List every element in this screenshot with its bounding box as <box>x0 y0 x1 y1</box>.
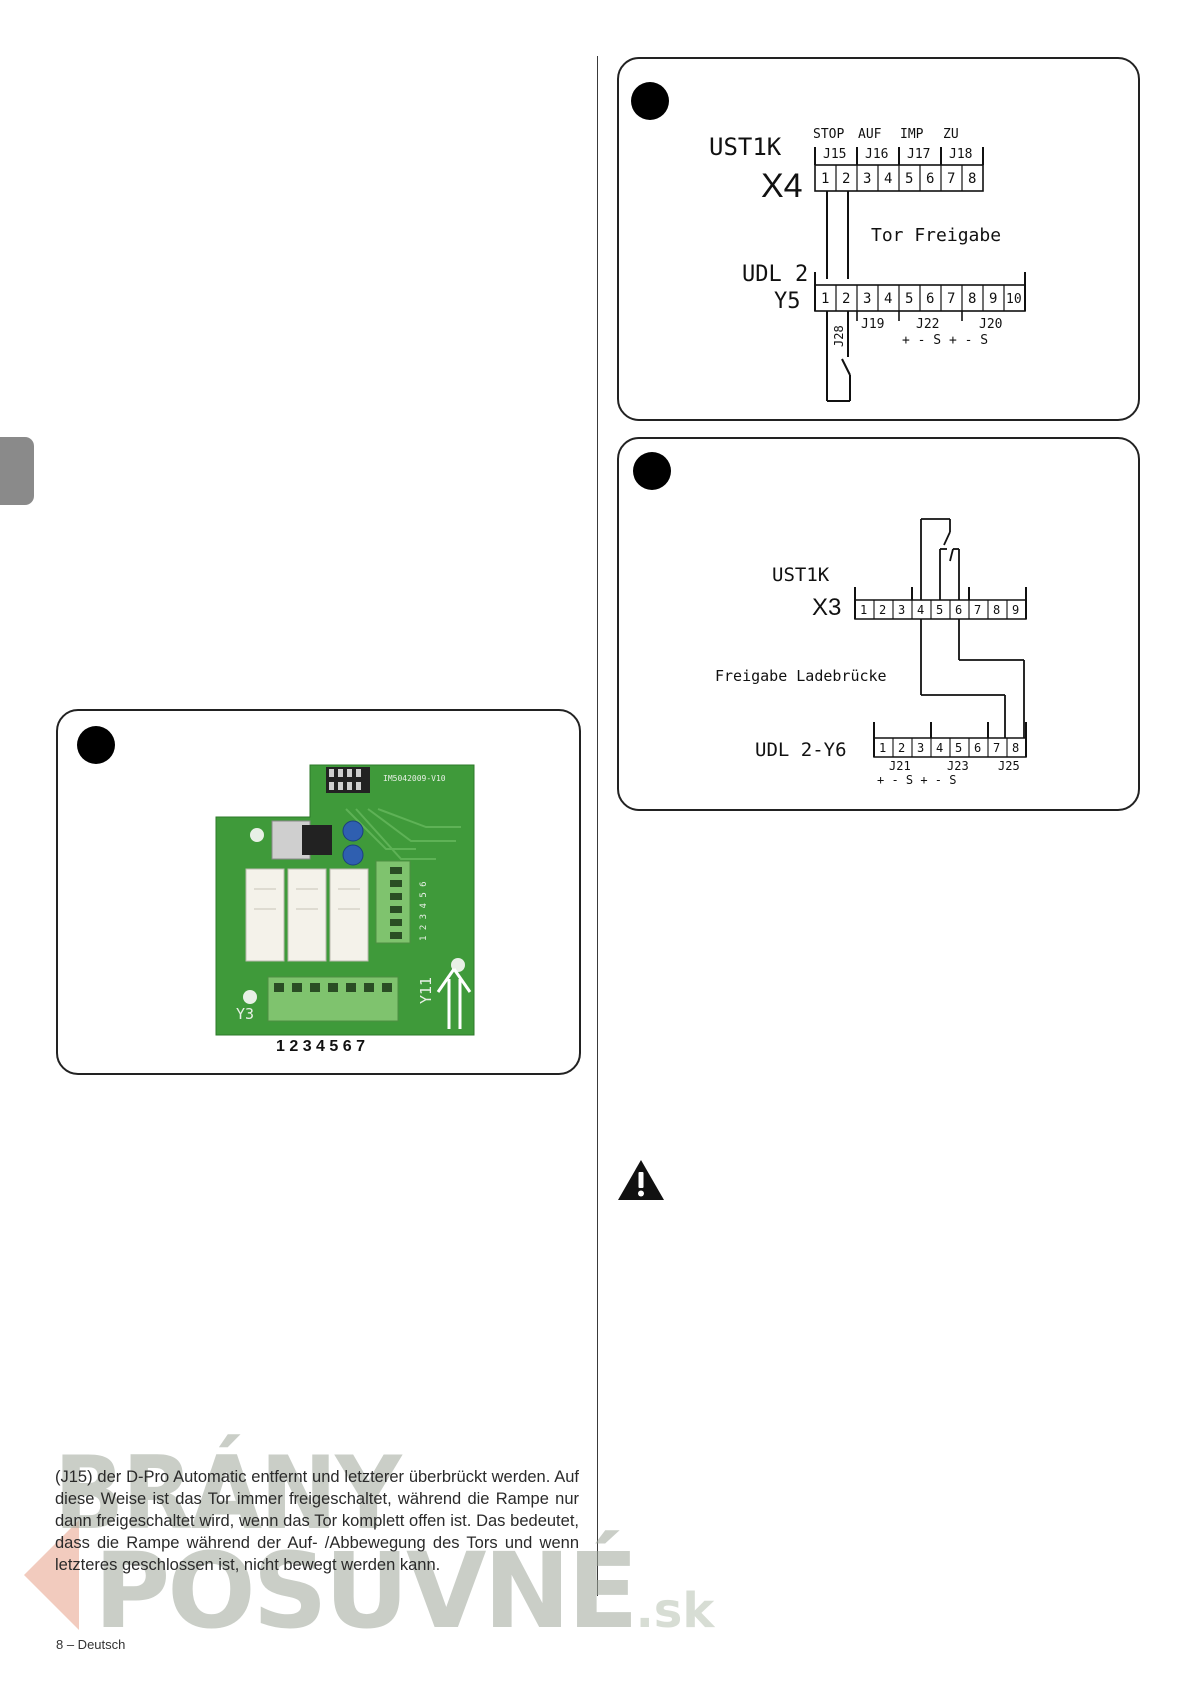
header-label-zu: ZU <box>943 127 959 142</box>
jumper-label: J18 <box>949 147 972 162</box>
jumper-label: J25 <box>998 759 1020 773</box>
jumper-label: J15 <box>823 147 846 162</box>
bottom-port-label: Y5 <box>774 289 801 314</box>
jumper-label: J16 <box>865 147 888 162</box>
watermark-suffix: .sk <box>635 1583 715 1639</box>
header-label-imp: IMP <box>900 127 924 142</box>
middle-label: Tor Freigabe <box>871 225 1001 246</box>
wiring-diagram-x3-y6: UST1K X3 1 2 3 4 5 6 7 8 9 <box>715 518 1027 787</box>
terminal-pin-label: 6 <box>974 741 981 755</box>
header-label-auf: AUF <box>858 127 882 142</box>
terminal-pin-label: 3 <box>863 171 871 187</box>
terminal-pin-label: 6 <box>926 171 934 187</box>
figure-number-marker <box>631 82 669 120</box>
relay-board-illustration: IM5042009-V10 1 2 3 4 5 6 Y <box>215 764 475 1055</box>
terminal-pin-label: 3 <box>898 603 905 617</box>
terminal-pin-label: 4 <box>884 171 892 187</box>
terminal-pin-label: 3 <box>863 291 871 307</box>
figure-number-marker <box>633 452 671 490</box>
polarity-label: + - S + - S <box>902 333 988 348</box>
terminal-pin-label: 8 <box>968 291 976 307</box>
body-paragraph: (J15) der D-Pro Automatic entfernt und l… <box>55 1468 579 1574</box>
terminal-pin-label: 4 <box>884 291 892 307</box>
section-side-tab <box>0 437 34 505</box>
jumper-label: J23 <box>947 759 969 773</box>
terminal-pin-label: 5 <box>905 291 913 307</box>
port-label: X3 <box>812 594 841 621</box>
terminal-pin-label: 10 <box>1006 292 1022 307</box>
bottom-connector-pins: 1 2 3 4 5 6 7 <box>276 1038 365 1055</box>
terminal-pin-label: 1 <box>821 291 829 307</box>
terminal-pin-label: 7 <box>974 603 981 617</box>
terminal-pin-label: 7 <box>993 741 1000 755</box>
terminal-pin-label: 6 <box>926 291 934 307</box>
terminal-pin-label: 7 <box>947 291 955 307</box>
polarity-label: + - S + - S <box>877 773 956 787</box>
figure-wiring-x4-y5: UST1K X4 STOP AUF IMP ZU J15 J16 J17 J18… <box>617 57 1140 421</box>
terminal-pin-label: 4 <box>936 741 943 755</box>
terminal-pin-label: 6 <box>955 603 962 617</box>
port-label: X4 <box>761 167 803 205</box>
figure-relay-board: IM5042009-V10 1 2 3 4 5 6 Y <box>56 709 581 1075</box>
terminal-pin-label: 7 <box>947 171 955 187</box>
terminal-pin-label: 1 <box>821 171 829 187</box>
bottom-board-title: UDL 2-Y6 <box>755 739 847 761</box>
column-divider <box>597 56 598 1596</box>
terminal-pin-label: 5 <box>955 741 962 755</box>
connector-y11-label: Y11 <box>417 977 435 1004</box>
terminal-pin-label: 2 <box>898 741 905 755</box>
vertical-jumper-label: J28 <box>832 325 846 347</box>
jumper-label: J20 <box>979 317 1002 332</box>
page-footer: 8 – Deutsch <box>56 1637 126 1652</box>
terminal-pin-label: 9 <box>1012 603 1019 617</box>
right-connector-pins: 1 2 3 4 5 6 <box>419 881 429 941</box>
jumper-label: J19 <box>861 317 884 332</box>
bottom-board-title: UDL 2 <box>742 262 808 287</box>
terminal-pin-label: 2 <box>842 171 850 187</box>
terminal-pin-label: 5 <box>905 171 913 187</box>
board-title: UST1K <box>709 133 782 161</box>
header-label-stop: STOP <box>813 127 844 142</box>
connector-y3-label: Y3 <box>236 1005 254 1023</box>
middle-label: Freigabe Ladebrücke <box>715 667 887 685</box>
terminal-pin-label: 8 <box>993 603 1000 617</box>
terminal-pin-label: 8 <box>1012 741 1019 755</box>
pcb-code-label: IM5042009-V10 <box>383 774 446 783</box>
jumper-label: J22 <box>916 317 939 332</box>
terminal-pin-label: 8 <box>968 171 976 187</box>
warning-icon <box>618 1160 664 1200</box>
terminal-pin-label: 4 <box>917 603 924 617</box>
terminal-pin-label: 2 <box>879 603 886 617</box>
terminal-pin-label: 3 <box>917 741 924 755</box>
terminal-pin-label: 1 <box>879 741 886 755</box>
terminal-pin-label: 2 <box>842 291 850 307</box>
figure-wiring-x3-y6: UST1K X3 1 2 3 4 5 6 7 8 9 <box>617 437 1140 811</box>
terminal-pin-label: 9 <box>989 291 997 307</box>
terminal-pin-label: 5 <box>936 603 943 617</box>
terminal-pin-label: 1 <box>860 603 867 617</box>
jumper-label: J17 <box>907 147 930 162</box>
board-title: UST1K <box>772 564 830 586</box>
jumper-label: J21 <box>889 759 911 773</box>
wiring-diagram-x4-y5: UST1K X4 STOP AUF IMP ZU J15 J16 J17 J18… <box>709 127 1026 402</box>
figure-number-marker <box>77 726 115 764</box>
